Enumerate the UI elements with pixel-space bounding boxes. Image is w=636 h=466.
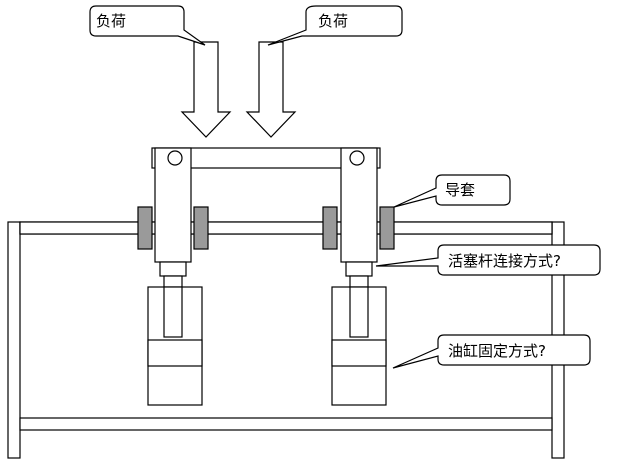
callout-load-right: 负荷 — [267, 5, 403, 46]
left-rod-end — [159, 261, 187, 277]
callout-guide-sleeve-text: 导套 — [445, 181, 475, 199]
load-beam-plate — [151, 147, 381, 169]
callout-load-left: 负荷 — [89, 5, 206, 46]
callout-guide-sleeve: 导套 — [393, 174, 511, 208]
right-pivot-pin — [349, 150, 365, 166]
guide-rod — [19, 221, 553, 235]
right-cylinder-bore — [349, 286, 369, 338]
callout-rod-connection: 活塞杆连接方式? — [375, 244, 601, 276]
load-beam — [151, 147, 381, 169]
callout-cylinder-mount-text: 油缸固定方式? — [448, 342, 546, 360]
callout-load-left-bubble — [89, 5, 206, 46]
frame-bottom-rail — [19, 417, 553, 431]
callout-cylinder-mount-bubble — [392, 334, 591, 369]
left-cylinder-bore — [163, 286, 183, 338]
load-arrows — [180, 41, 297, 138]
callout-load-left-text: 负荷 — [96, 12, 126, 30]
callout-load-right-bubble — [267, 5, 403, 46]
frame-left-post — [7, 221, 21, 459]
right-column-assembly — [322, 147, 395, 406]
right-rod-end — [345, 261, 373, 277]
left-inner-bushing — [193, 206, 209, 250]
right-cylinder-mount-ring — [331, 339, 387, 367]
left-column-assembly — [137, 147, 209, 406]
guide-rods — [19, 221, 553, 235]
callout-rod-connection-bubble — [375, 244, 601, 276]
left-outer-bushing — [137, 206, 153, 250]
left-cylinder-mount-ring — [147, 339, 203, 367]
left-column — [154, 147, 192, 263]
left-load-arrow — [180, 41, 232, 138]
right-inner-bushing — [322, 206, 338, 250]
callout-load-right-text: 负荷 — [318, 12, 348, 30]
right-outer-bushing — [379, 206, 395, 250]
right-column — [340, 147, 378, 263]
callout-cylinder-mount: 油缸固定方式? — [392, 334, 591, 369]
left-pivot-pin — [167, 150, 183, 166]
right-load-arrow — [245, 41, 297, 138]
callout-rod-connection-text: 活塞杆连接方式? — [448, 252, 561, 270]
callout-guide-sleeve-bubble — [393, 174, 511, 208]
